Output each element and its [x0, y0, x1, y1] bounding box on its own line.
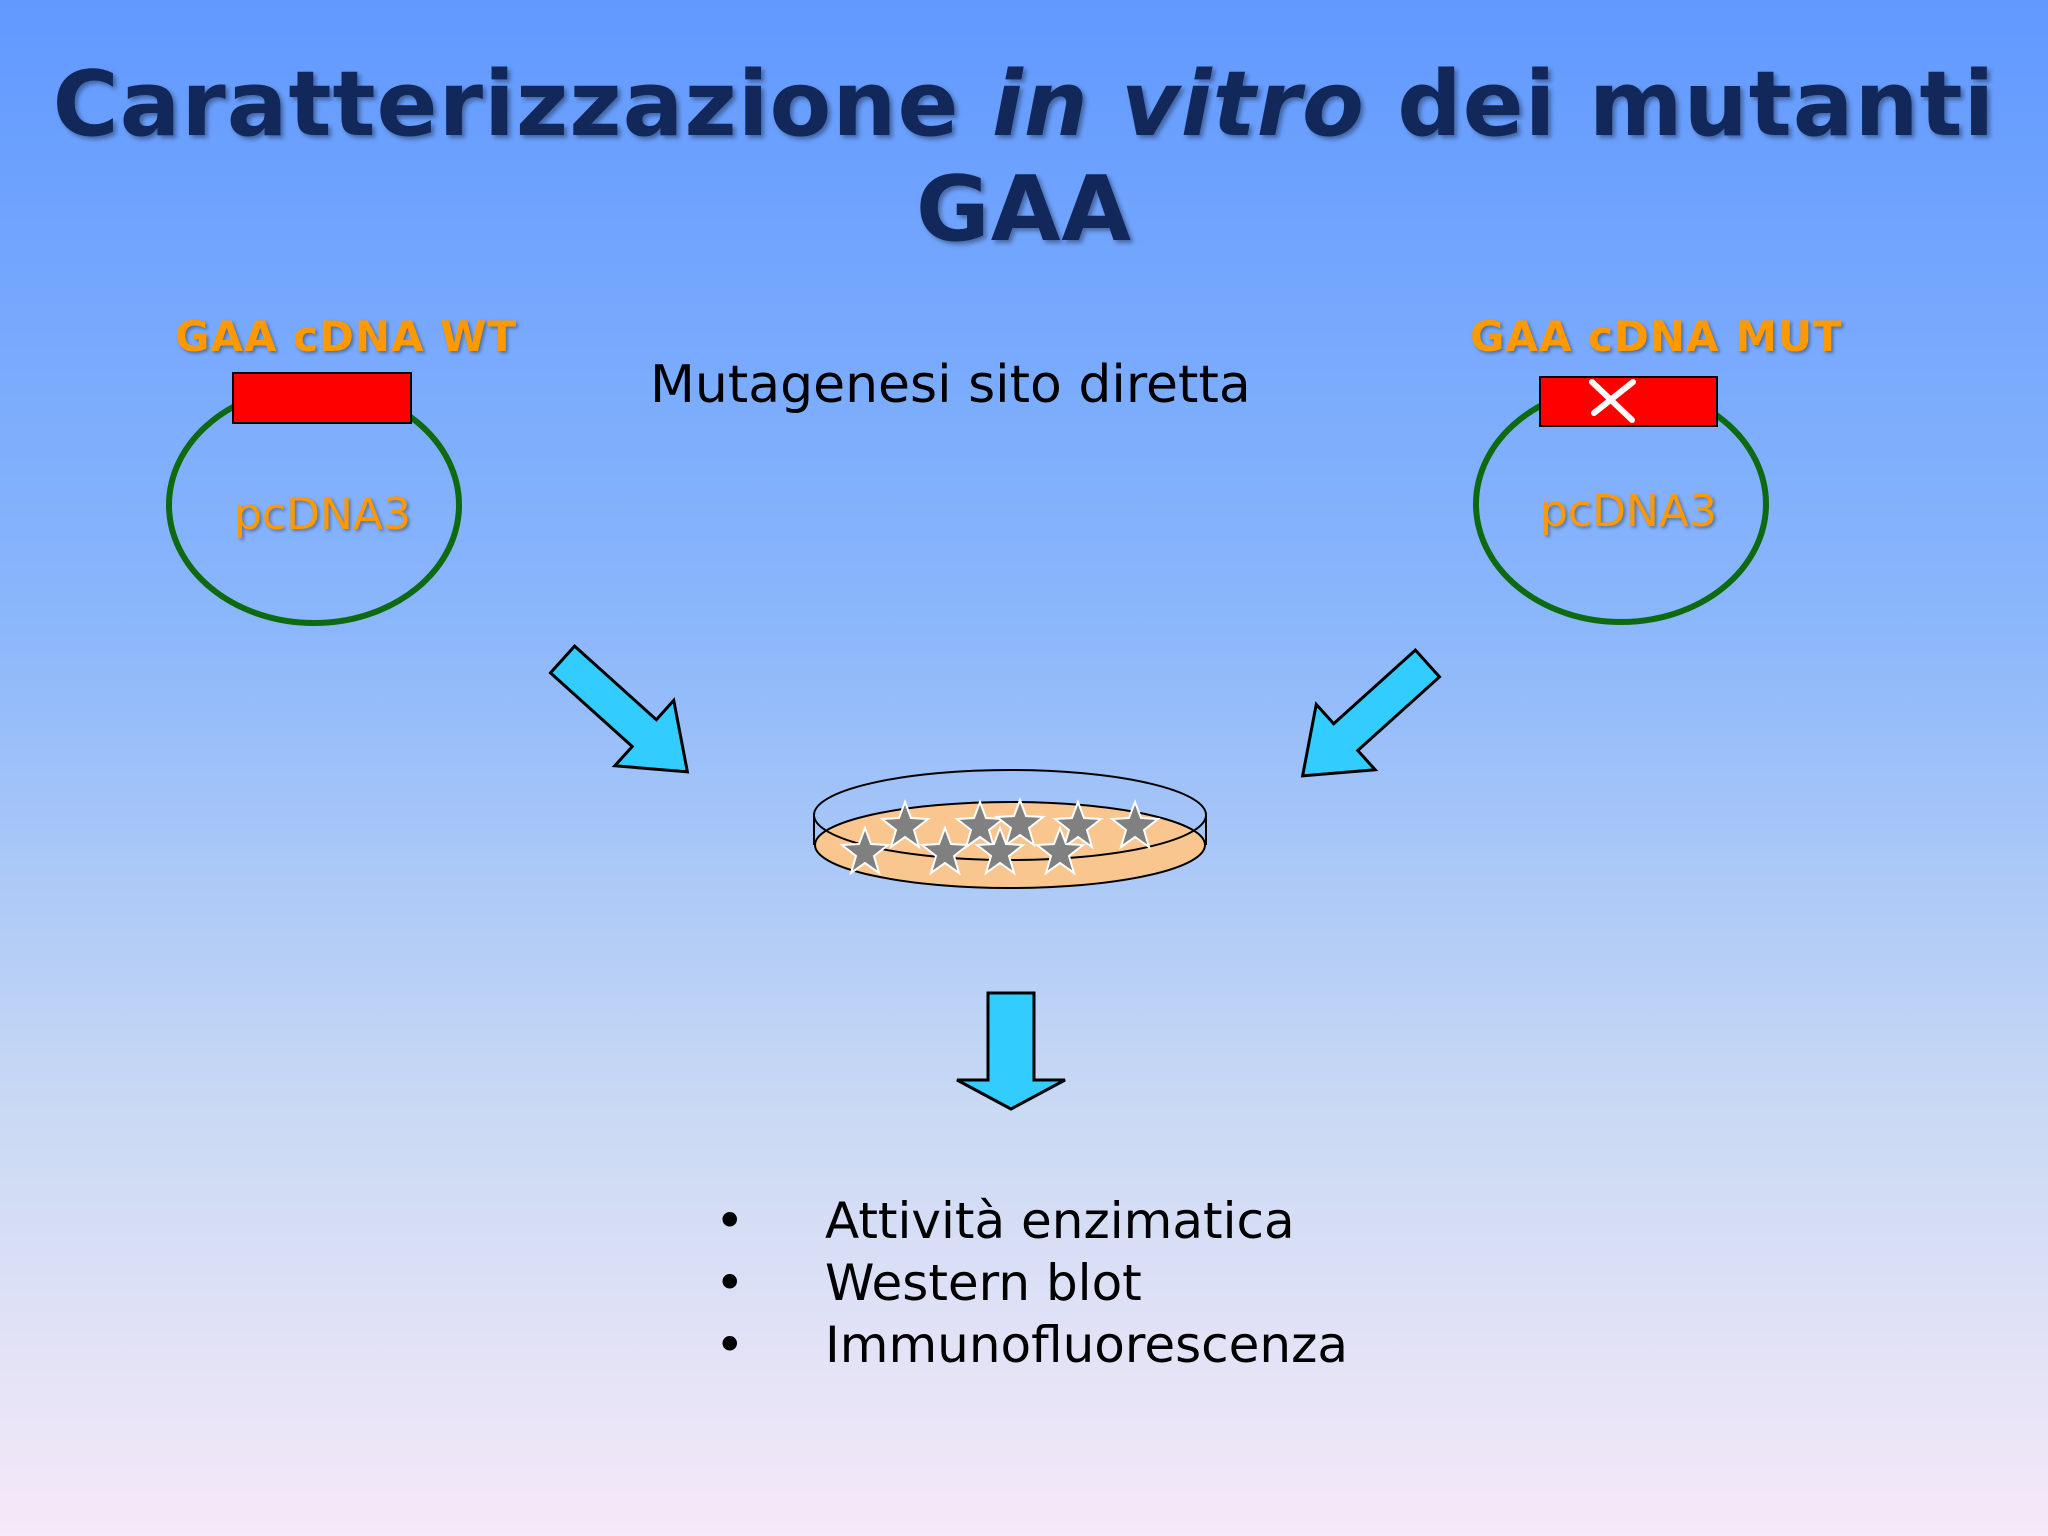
mutation-cross-icon	[1589, 379, 1636, 423]
bullet: •	[715, 1316, 745, 1374]
title-part-italic: in vitro	[991, 52, 1365, 157]
wt-insert	[232, 372, 412, 424]
bullet: •	[715, 1192, 745, 1250]
list-item-text: Attività enzimatica	[825, 1192, 1295, 1250]
list-item-text: Western blot	[825, 1254, 1142, 1312]
arrow-down-right-icon	[548, 643, 690, 774]
bullet: •	[715, 1254, 745, 1312]
slide-title: Caratterizzazione in vitro dei mutanti G…	[0, 52, 2048, 262]
arrow-down-left-icon	[1300, 647, 1442, 778]
title-part-3: dei mutanti GAA	[915, 52, 1996, 262]
mut-plasmid-label: pcDNA3	[1540, 486, 1718, 537]
cells-icon	[839, 797, 1161, 876]
arrow-down-icon	[956, 991, 1066, 1111]
list-item: • Attività enzimatica	[715, 1190, 1348, 1252]
title-part-1: Caratterizzazione	[52, 52, 992, 157]
petri-dish	[813, 769, 1207, 889]
assay-list: • Attività enzimatica • Western blot • I…	[715, 1190, 1348, 1376]
list-item: • Western blot	[715, 1252, 1348, 1314]
wt-plasmid-label: pcDNA3	[234, 489, 412, 540]
mut-cdna-label: GAA cDNA MUT	[1470, 312, 1843, 361]
wt-cdna-label: GAA cDNA WT	[175, 312, 518, 361]
mutagenesis-label: Mutagenesi sito diretta	[650, 355, 1251, 415]
list-item-text: Immunofluorescenza	[825, 1316, 1348, 1374]
list-item: • Immunofluorescenza	[715, 1314, 1348, 1376]
